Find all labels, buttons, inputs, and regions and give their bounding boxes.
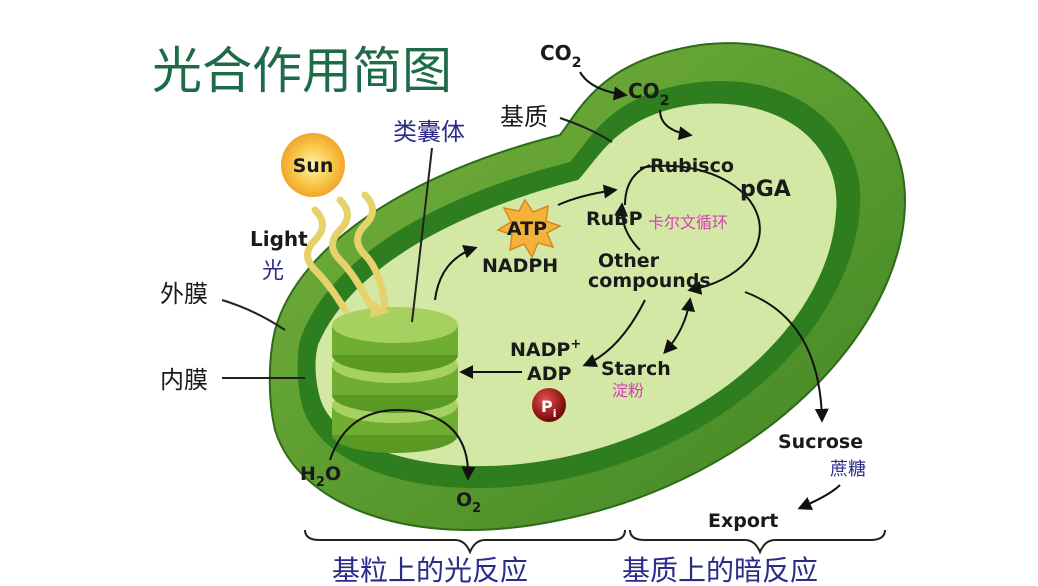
starch-label: Starch	[601, 358, 671, 380]
rubp-to-rubisco-curve	[624, 164, 651, 206]
other-compounds-line1: Other	[598, 250, 660, 272]
co2-outside-label: CO2	[540, 41, 581, 71]
light-label-cn: 光	[262, 259, 284, 284]
sun-label: Sun	[293, 155, 334, 177]
calvin-to-nadp-arrow	[582, 299, 646, 368]
calvin-cycle-label: 卡尔文循环	[648, 213, 728, 232]
dark-reaction-bracket	[629, 529, 886, 555]
light-label: Light	[250, 227, 308, 251]
outer-membrane-label: 外膜	[160, 280, 208, 308]
thylakoid-label: 类囊体	[393, 118, 465, 146]
light-reaction-bracket	[304, 529, 626, 555]
compounds-starch-arrow	[663, 297, 696, 355]
water-to-oxygen-arrow	[329, 409, 476, 481]
light-ray-arrowhead	[370, 300, 390, 318]
co2-inside-label: CO2	[628, 79, 669, 109]
calvin-cycle-arrow	[639, 164, 761, 295]
sucrose-label-cn: 蔗糖	[830, 459, 866, 480]
page-title: 光合作用简图	[152, 42, 452, 100]
h2o-label: H2O	[300, 463, 341, 490]
thylakoid-pointer	[411, 147, 433, 323]
nadp-label: NADP+	[510, 337, 581, 361]
inner-membrane-label: 内膜	[160, 366, 208, 394]
grana-to-atp-arrow	[434, 245, 478, 301]
pi-label: Pi	[541, 397, 557, 420]
phosphate-ball	[532, 388, 566, 422]
nadph-label: NADPH	[482, 255, 558, 277]
pga-label: pGA	[740, 177, 791, 202]
outer-membrane-pointer	[221, 299, 286, 331]
light-rays	[304, 191, 389, 314]
rubisco-label: Rubisco	[650, 155, 734, 177]
rubp-label: RuBP	[586, 208, 643, 230]
adp-label: ADP	[527, 363, 571, 385]
starch-label-cn: 淀粉	[612, 381, 644, 400]
compounds-to-sucrose-arrow	[744, 291, 829, 423]
sucrose-to-export-arrow	[797, 484, 841, 510]
dark-reaction-caption: 基质上的暗反应	[622, 554, 818, 586]
compounds-to-rubp-arrow	[614, 202, 641, 251]
co2-entry-arrow	[579, 71, 628, 101]
atp-label: ATP	[507, 218, 547, 240]
o2-label: O2	[456, 489, 481, 516]
sun-icon	[281, 133, 345, 197]
export-label: Export	[708, 510, 778, 532]
light-reaction-caption: 基粒上的光反应	[332, 554, 528, 586]
stroma-pointer	[559, 117, 613, 143]
stroma-label: 基质	[500, 103, 548, 131]
co2-to-rubisco-arrow	[659, 109, 693, 141]
grana-stack	[332, 307, 458, 453]
sucrose-label: Sucrose	[778, 431, 863, 453]
atp-to-calvin-arrow	[557, 184, 618, 206]
other-compounds-line2: compounds	[588, 270, 711, 292]
atp-burst	[496, 198, 562, 259]
